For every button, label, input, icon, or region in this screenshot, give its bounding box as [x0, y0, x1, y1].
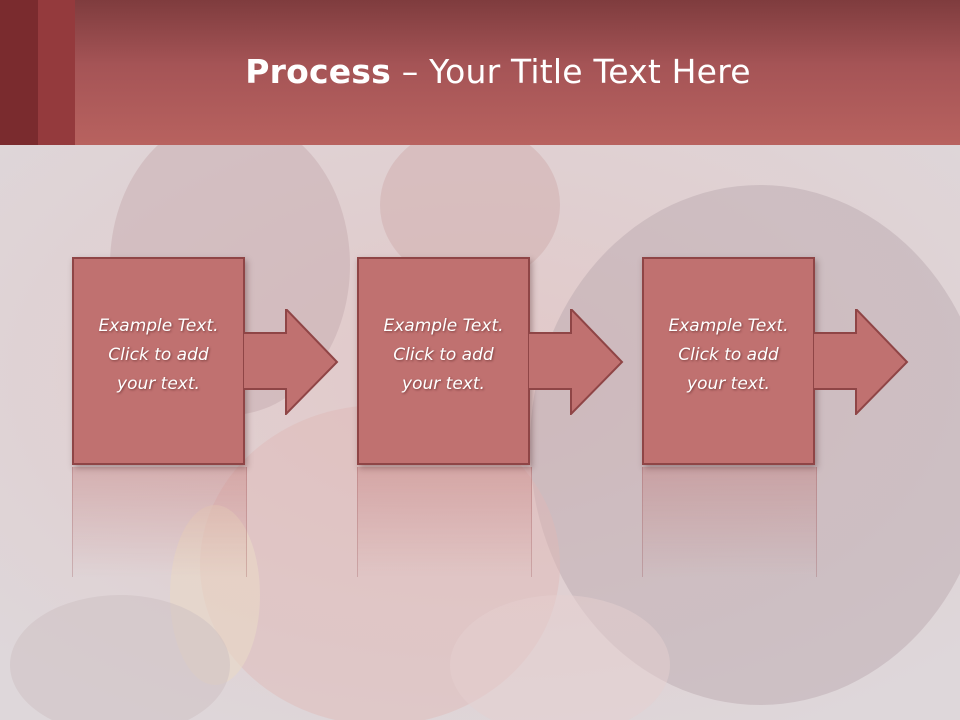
- arrow-right-icon: [813, 309, 909, 415]
- header-band: [0, 0, 960, 145]
- title-rest: Your Title Text Here: [429, 52, 751, 91]
- step-text[interactable]: Example Text. Click to add your text.: [72, 312, 245, 399]
- step-box: [357, 257, 530, 465]
- step-box: [72, 257, 245, 465]
- process-step-3[interactable]: Example Text. Click to add your text.: [642, 257, 815, 465]
- box-reflection: [357, 467, 532, 577]
- step-line: Example Text.: [98, 316, 219, 336]
- slide-title[interactable]: Process – Your Title Text Here: [0, 52, 960, 91]
- box-reflection: [72, 467, 247, 577]
- step-line: your text.: [402, 374, 485, 394]
- step-line: Click to add: [108, 345, 209, 365]
- arrow-right-icon: [243, 309, 339, 415]
- title-separator: –: [391, 52, 430, 91]
- step-line: your text.: [117, 374, 200, 394]
- step-line: your text.: [687, 374, 770, 394]
- header-accent-medium: [38, 0, 75, 145]
- step-text[interactable]: Example Text. Click to add your text.: [357, 312, 530, 399]
- step-line: Example Text.: [668, 316, 789, 336]
- step-line: Click to add: [393, 345, 494, 365]
- title-bold: Process: [245, 52, 391, 91]
- process-step-2[interactable]: Example Text. Click to add your text.: [357, 257, 530, 465]
- header-accent-dark: [0, 0, 38, 145]
- step-box: [642, 257, 815, 465]
- process-step-1[interactable]: Example Text. Click to add your text.: [72, 257, 245, 465]
- step-text[interactable]: Example Text. Click to add your text.: [642, 312, 815, 399]
- step-line: Click to add: [678, 345, 779, 365]
- box-reflection: [642, 467, 817, 577]
- step-line: Example Text.: [383, 316, 504, 336]
- arrow-right-icon: [528, 309, 624, 415]
